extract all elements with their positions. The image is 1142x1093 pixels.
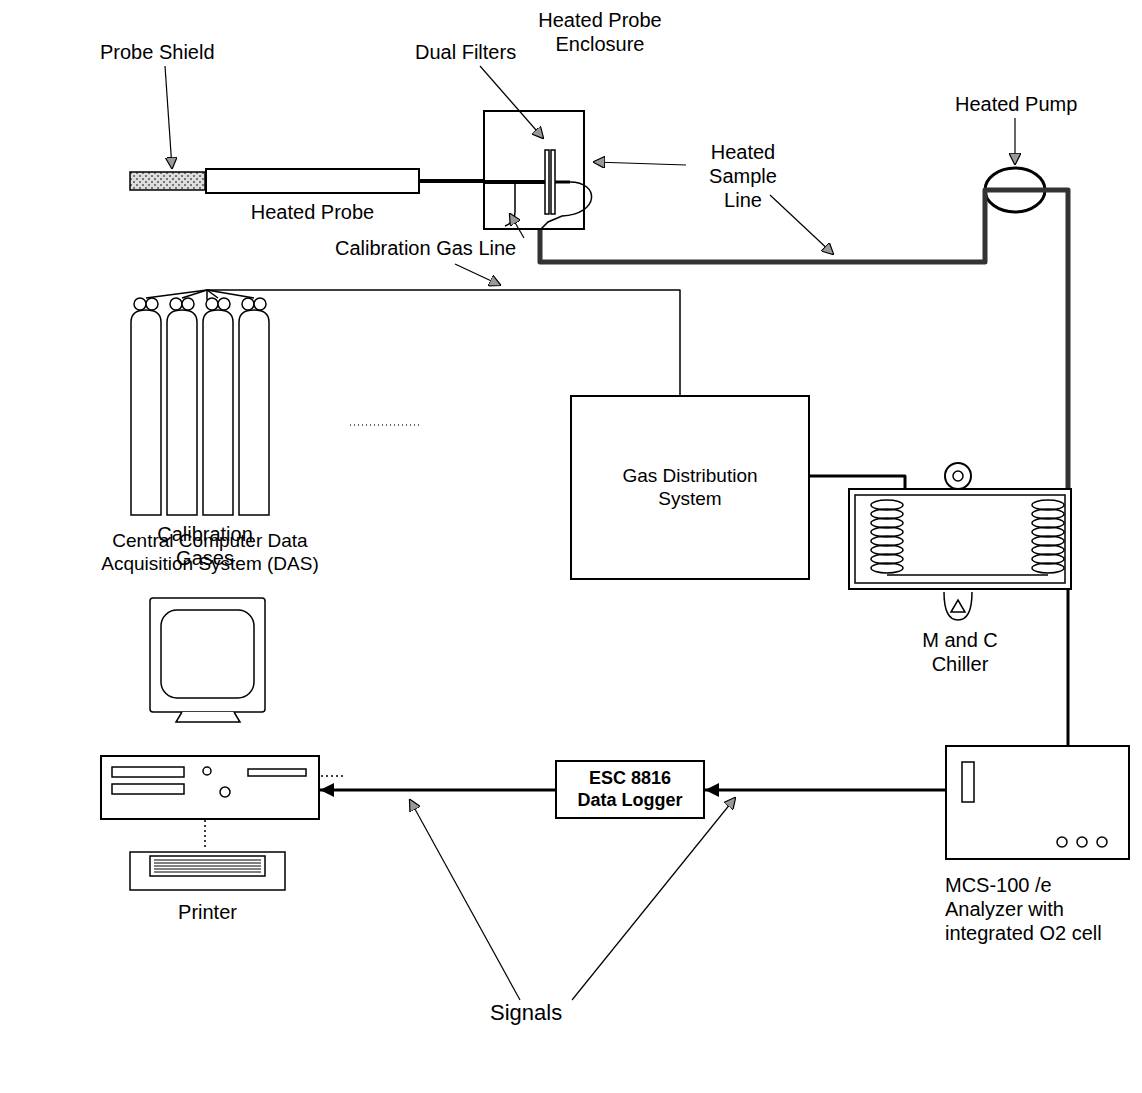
callout-label: Signals [490,1000,562,1026]
node-label: M and C Chiller [910,628,1010,676]
paper-line [154,860,261,861]
text-block: MCS-100 /e Analyzer with integrated O2 c… [945,873,1125,945]
node-label: Gas Distribution System [612,465,768,511]
computer: Central Computer Data Acquisition System… [95,530,325,820]
text-block: M and C Chiller [910,628,1010,676]
heated-probe: Heated Probe [205,168,420,228]
paper-line [154,872,261,873]
callout-label: Calibration Gas Line [335,236,516,260]
heated-probe-outline [205,168,420,194]
enclosure-internals [483,150,592,230]
text-block: Printer [125,900,290,924]
printer-drawing [130,852,285,890]
coil-turn [1032,563,1064,573]
connector [207,290,680,395]
callout-label: Heated Sample Line [688,140,798,212]
chiller: M and C Chiller [848,488,1072,678]
process-box: Gas Distribution System [570,395,810,580]
paper-line [154,869,261,870]
paper-line [154,866,261,867]
gas-cylinders [131,290,269,515]
printer-outline [125,848,290,893]
connector [1067,590,1070,745]
node-label: Printer [125,900,290,924]
analyzer-outline [945,745,1130,860]
connector [705,789,945,792]
analyzer-details [962,762,1107,847]
computer-outline [100,755,320,820]
probe-shield [130,172,205,190]
connector [204,820,206,848]
analyzer: MCS-100 /e Analyzer with integrated O2 c… [945,745,1135,960]
callout-label: Probe Shield [100,40,215,64]
probe-enclosure-outline [483,110,585,230]
calibration-gases-outline [125,300,285,515]
node-label: Heated Probe Enclosure [517,8,683,56]
coil-turn [871,563,903,573]
text-block: Heated Probe Enclosure [517,8,683,56]
text-block: Heated Probe [205,200,420,224]
callout-label: Dual Filters [415,40,516,64]
callout-label: Heated Pump [955,92,1077,116]
computer-drawing [112,598,345,797]
calibration-gases: Calibration Gases [125,300,285,565]
connector [320,789,555,792]
connector [810,476,905,488]
chiller-internals [855,463,1065,620]
node-label: ESC 8816 Data Logger [572,768,688,811]
connector [420,179,483,183]
text-block: Central Computer Data Acquisition System… [80,530,340,576]
printer: Printer [125,848,290,930]
chiller-outline [848,488,1072,590]
data-logger: ESC 8816 Data Logger [555,760,705,819]
node-label: Heated Probe [205,200,420,224]
node-label: Central Computer Data Acquisition System… [80,530,340,576]
paper-line [154,863,261,864]
node-label: MCS-100 /e Analyzer with integrated O2 c… [945,873,1125,945]
dotted-mark [350,424,420,426]
